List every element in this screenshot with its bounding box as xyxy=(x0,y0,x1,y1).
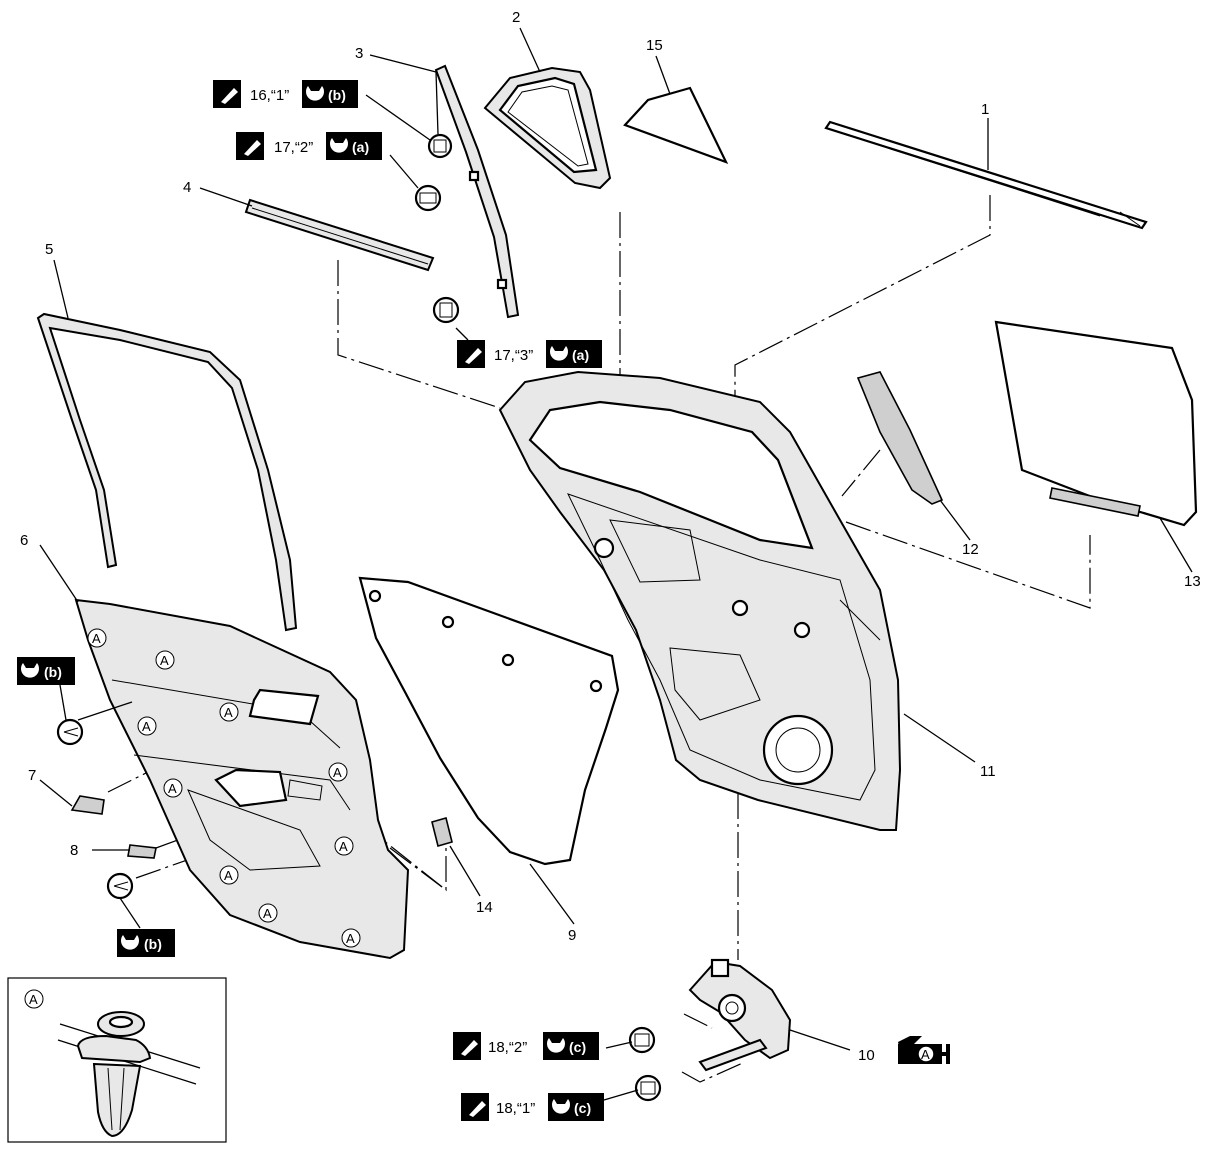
clip-detail-inset: A xyxy=(7,977,227,1143)
torque-callout-1: 16,“1” (b) xyxy=(213,80,358,108)
part-10-window-regulator xyxy=(688,958,792,1072)
torque-marker-icon xyxy=(453,1032,481,1060)
svg-text:A: A xyxy=(333,765,342,780)
part-number-13: 13 xyxy=(1184,573,1201,590)
part-number-1: 1 xyxy=(981,101,989,118)
bolt-icon xyxy=(414,184,442,212)
part-6-door-trim-panel xyxy=(74,598,410,960)
svg-text:(c): (c) xyxy=(569,1039,586,1055)
part-number-labels: 1 2 15 3 4 5 6 7 8 9 10 11 12 13 14 xyxy=(20,9,1201,1064)
bolt-icon xyxy=(432,296,460,324)
svg-text:A: A xyxy=(29,992,38,1007)
svg-text:A: A xyxy=(142,719,151,734)
svg-text:A: A xyxy=(224,868,233,883)
clip-markers: A A A A A A A A A A xyxy=(87,628,361,948)
part-12-sash-trim xyxy=(856,371,944,505)
svg-text:(a): (a) xyxy=(572,347,589,363)
number-leaders xyxy=(39,27,1193,1101)
clip-marker-a: A xyxy=(87,628,107,648)
part-number-12: 12 xyxy=(962,541,979,558)
svg-text:A: A xyxy=(339,839,348,854)
tool-badge-b-lower: (b) xyxy=(117,929,175,957)
torque-callout-5: 18,“1” (c) xyxy=(461,1093,604,1121)
svg-text:18,“1”: 18,“1” xyxy=(496,1100,535,1117)
svg-text:(b): (b) xyxy=(328,87,346,103)
svg-text:17,“2”: 17,“2” xyxy=(274,139,313,156)
svg-text:A: A xyxy=(92,631,101,646)
bolt-icon xyxy=(634,1074,662,1102)
part-1-outer-weatherstrip xyxy=(824,120,1148,230)
clip-marker-a: A xyxy=(219,702,239,722)
torque-marker-icon xyxy=(461,1093,489,1121)
torque-marker-icon xyxy=(457,340,485,368)
clip-marker-a: A xyxy=(219,865,239,885)
clip-fastener-icon xyxy=(57,1011,201,1138)
svg-text:(c): (c) xyxy=(574,1100,591,1116)
clip-marker-a: A xyxy=(334,836,354,856)
part-number-11: 11 xyxy=(980,763,996,780)
screw-icon xyxy=(56,718,84,746)
svg-text:A: A xyxy=(263,906,272,921)
part-4-inner-weatherstrip xyxy=(244,198,435,272)
torque-callout-4: 18,“2” (c) xyxy=(453,1032,599,1060)
part-15-quarter-glass xyxy=(623,86,729,164)
svg-text:A: A xyxy=(921,1047,930,1062)
tool-badge-b-upper: (b) xyxy=(17,657,75,685)
clip-marker-a: A xyxy=(328,762,348,782)
svg-text:(a): (a) xyxy=(352,139,369,155)
part-number-9: 9 xyxy=(568,927,576,944)
part-number-7: 7 xyxy=(28,767,36,784)
part-9-sealing-screen xyxy=(358,576,620,866)
clip-marker-a: A xyxy=(155,650,175,670)
part-7-handle-cover xyxy=(70,795,105,815)
part-3-rear-channel xyxy=(434,64,520,319)
part-number-3: 3 xyxy=(355,45,363,62)
clip-marker-a: A xyxy=(341,928,361,948)
svg-text:17,“3”: 17,“3” xyxy=(494,347,533,364)
part-number-2: 2 xyxy=(512,9,520,26)
clip-marker-a: A xyxy=(163,778,183,798)
svg-text:A: A xyxy=(168,781,177,796)
part-number-10: 10 xyxy=(858,1047,875,1064)
svg-text:A: A xyxy=(346,931,355,946)
torque-callout-2: 17,“2” (a) xyxy=(236,132,382,160)
svg-text:(b): (b) xyxy=(44,664,62,680)
part-number-5: 5 xyxy=(45,241,53,258)
clip-marker-a: A xyxy=(137,716,157,736)
svg-text:16,“1”: 16,“1” xyxy=(250,87,289,104)
svg-text:(b): (b) xyxy=(144,936,162,952)
clip-marker-a: A xyxy=(258,903,278,923)
svg-text:A: A xyxy=(224,705,233,720)
bolt-icon xyxy=(628,1026,656,1054)
fasteners xyxy=(56,133,662,1102)
part-11-door-panel xyxy=(498,370,902,831)
torque-callout-3: 17,“3” (a) xyxy=(457,340,602,368)
torque-marker-icon xyxy=(213,80,241,108)
svg-text:A: A xyxy=(160,653,169,668)
part-2-door-sash xyxy=(483,66,612,190)
part-13-door-glass xyxy=(994,320,1198,527)
part-number-4: 4 xyxy=(183,179,191,196)
part-number-8: 8 xyxy=(70,842,78,859)
screw-icon xyxy=(106,872,134,900)
part-number-15: 15 xyxy=(646,37,663,54)
grease-icon: A xyxy=(898,1036,950,1064)
part-number-6: 6 xyxy=(20,532,28,549)
part-5-opening-trim xyxy=(36,312,298,632)
bolt-icon xyxy=(427,133,453,159)
part-8-cap xyxy=(127,844,157,859)
torque-marker-icon xyxy=(236,132,264,160)
part-14-switch xyxy=(431,817,453,847)
part-number-14: 14 xyxy=(476,899,493,916)
svg-text:18,“2”: 18,“2” xyxy=(488,1039,527,1056)
